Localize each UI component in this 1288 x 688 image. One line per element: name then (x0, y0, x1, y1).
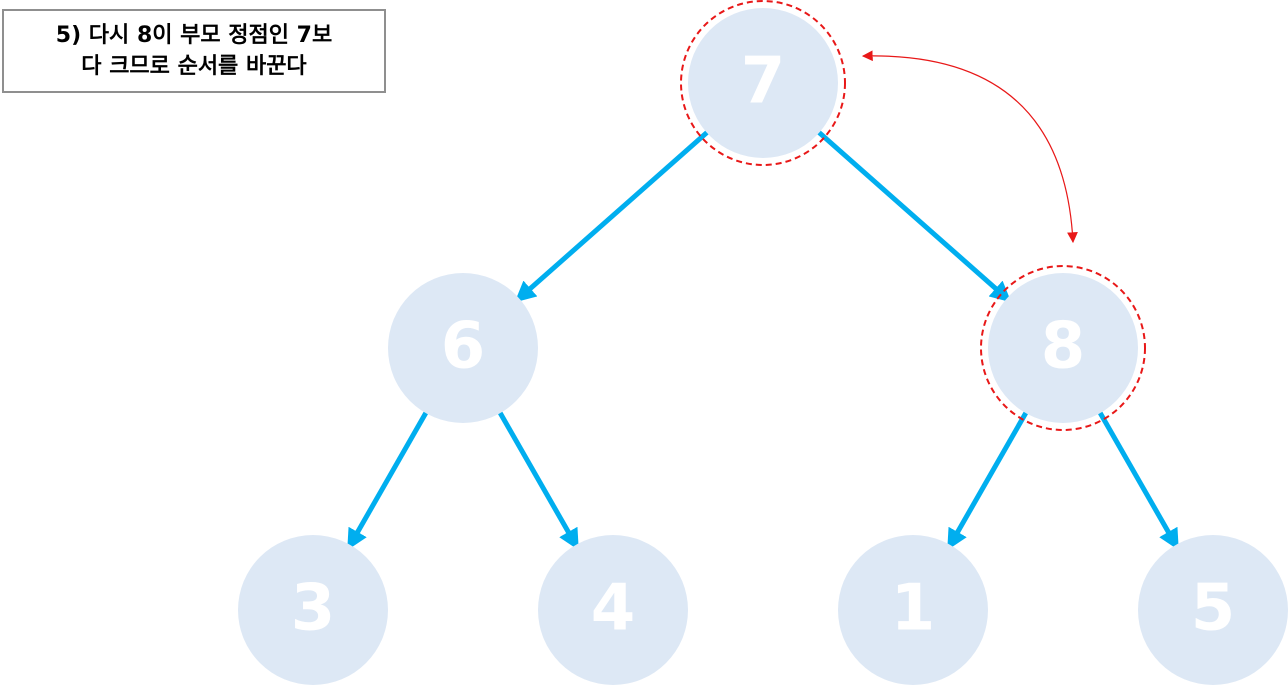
node-right-right: 5 (1138, 535, 1288, 685)
highlights (680, 0, 1146, 431)
node-root: 7 (688, 8, 838, 158)
edge-root-to-right (815, 128, 1012, 303)
caption-line-2: 다 크므로 순서를 바꾼다 (81, 54, 307, 79)
node-left-left: 3 (238, 535, 388, 685)
node-label: 3 (291, 572, 336, 646)
node-circle (1138, 535, 1288, 685)
highlight-ring-right (980, 265, 1146, 431)
node-circle (238, 535, 388, 685)
node-circle (688, 8, 838, 158)
node-label: 5 (1191, 572, 1236, 646)
node-left: 6 (388, 273, 538, 423)
node-circle (988, 273, 1138, 423)
node-label: 1 (891, 572, 936, 646)
edge-right-to-right-left (946, 409, 1030, 551)
edge-left-to-left-right (496, 409, 580, 551)
node-left-right: 4 (538, 535, 688, 685)
node-circle (538, 535, 688, 685)
node-label: 7 (741, 45, 786, 119)
node-label: 8 (1041, 310, 1086, 384)
edge-root-to-left (514, 128, 711, 303)
caption-line-1: 5) 다시 8이 부모 정점인 7보 (55, 23, 333, 48)
edge-right-to-right-right (1096, 409, 1180, 551)
node-label: 4 (591, 572, 636, 646)
swap-arrow (861, 50, 1078, 244)
node-circle (388, 273, 538, 423)
highlight-ring-root (680, 0, 846, 166)
node-label: 6 (441, 310, 486, 384)
node-right-left: 1 (838, 535, 988, 685)
nodes: 7 6 8 3 4 1 5 (238, 8, 1288, 685)
edge-left-to-left-left (346, 409, 430, 551)
node-right: 8 (988, 273, 1138, 423)
node-circle (838, 535, 988, 685)
step-caption: 5) 다시 8이 부모 정점인 7보 다 크므로 순서를 바꾼다 (2, 9, 386, 93)
